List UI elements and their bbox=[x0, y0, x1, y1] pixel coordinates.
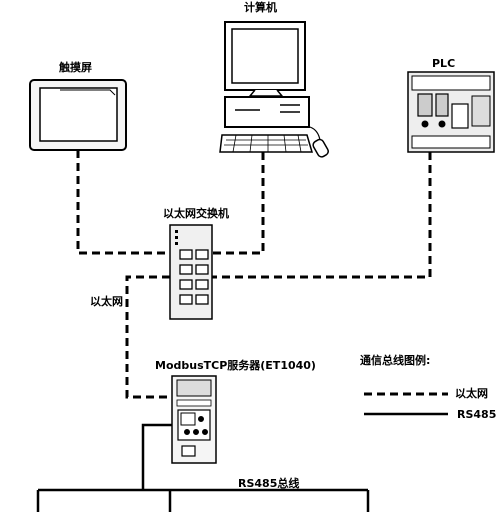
switch-icon bbox=[169, 224, 213, 320]
plc-icon bbox=[407, 71, 495, 153]
plc-to-switch-link bbox=[212, 152, 432, 279]
switch-to-server-link bbox=[125, 275, 172, 399]
touchscreen-label: 触摸屏 bbox=[59, 61, 92, 74]
rs485-links bbox=[36, 423, 370, 512]
legend-ethernet-label: 以太网 bbox=[455, 387, 488, 400]
rs485-bus-label: RS485总线 bbox=[238, 477, 300, 490]
computer-icon bbox=[219, 21, 329, 158]
touchscreen-to-switch-link bbox=[76, 150, 170, 255]
ethernet-link-label: 以太网 bbox=[90, 295, 123, 308]
legend-title: 通信总线图例: bbox=[360, 354, 431, 367]
plc-label: PLC bbox=[432, 57, 456, 70]
server-icon bbox=[171, 375, 217, 464]
legend-samples bbox=[364, 392, 448, 416]
touchscreen-icon bbox=[29, 79, 127, 151]
ethernet-links bbox=[76, 150, 432, 399]
computer-to-switch-link bbox=[212, 152, 265, 255]
legend-rs485-label: RS485 bbox=[457, 408, 497, 421]
server-label: ModbusTCP服务器(ET1040) bbox=[155, 359, 316, 372]
computer-label: 计算机 bbox=[244, 1, 277, 14]
switch-label: 以太网交换机 bbox=[163, 207, 229, 220]
server-to-bus-link bbox=[141, 423, 172, 490]
